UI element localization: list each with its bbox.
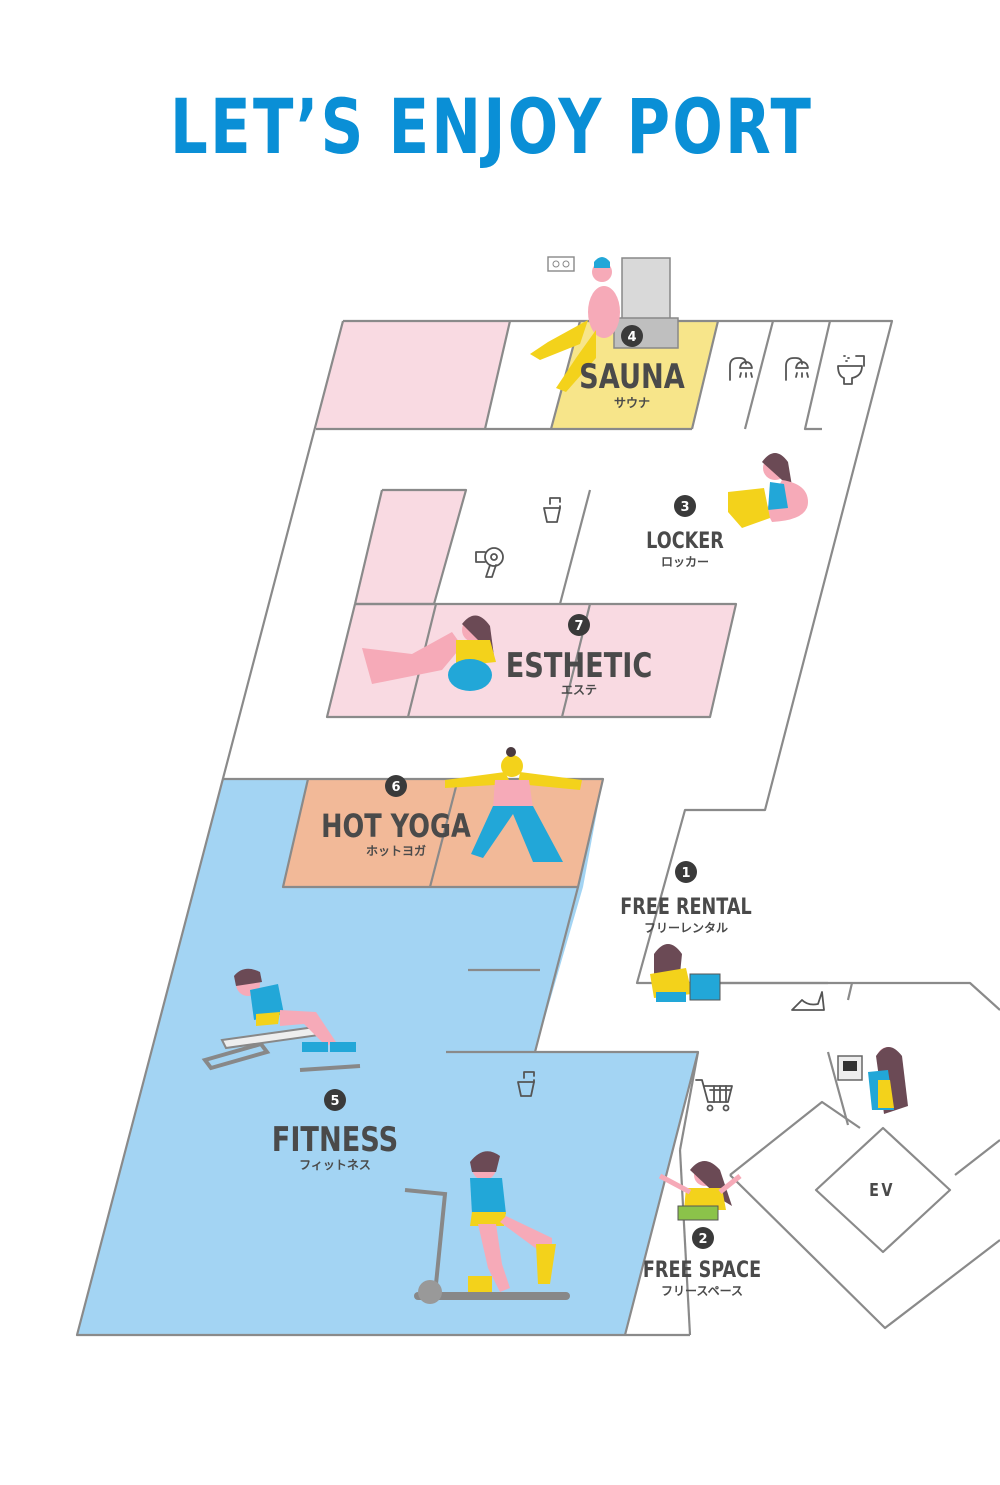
sink-icon	[543, 497, 561, 523]
hair-dryer-icon	[475, 547, 504, 578]
facility-icons	[475, 355, 865, 1112]
esthetic-label: ESTHETIC	[506, 646, 653, 686]
fitness-room[interactable]	[77, 779, 698, 1335]
sauna-number: 4	[627, 330, 636, 345]
free-rental-number: 1	[681, 866, 690, 881]
shower-icon	[729, 357, 753, 381]
fitness-label: FITNESS	[272, 1120, 398, 1160]
toilet-icon	[837, 355, 865, 385]
area-labels: 4 SAUNA サウナ 3 LOCKER ロッカー 7 ESTHETIC エステ…	[272, 325, 895, 1298]
sauna-label-jp: サウナ	[614, 396, 650, 410]
label-free-rental[interactable]: 1 FREE RENTAL フリーレンタル	[620, 861, 752, 935]
outlet-icon	[547, 256, 575, 272]
hot-yoga-label: HOT YOGA	[321, 807, 471, 845]
shower-icon	[785, 357, 809, 381]
free-rental-label: FREE RENTAL	[620, 894, 752, 919]
free-rental-figure	[650, 944, 721, 1002]
illustrations	[201, 256, 908, 1304]
fitness-number: 5	[330, 1094, 339, 1109]
hot-yoga-label-jp: ホットヨガ	[366, 843, 426, 858]
pink-room-upper	[355, 490, 466, 604]
hot-yoga-figure	[445, 747, 582, 862]
free-space-number: 2	[698, 1232, 707, 1247]
fitness-label-jp: フィットネス	[299, 1158, 371, 1172]
free-space-figure	[658, 1161, 742, 1221]
elevator-shaft	[814, 1126, 952, 1254]
esthetic-number: 7	[574, 619, 583, 634]
shoe-icon	[791, 991, 825, 1011]
label-hot-yoga[interactable]: 6 HOT YOGA ホットヨガ	[321, 775, 471, 858]
label-esthetic[interactable]: 7 ESTHETIC エステ	[506, 614, 653, 697]
free-space-label: FREE SPACE	[643, 1257, 761, 1282]
label-fitness[interactable]: 5 FITNESS フィットネス	[272, 1089, 398, 1172]
sink-icon	[517, 1071, 535, 1097]
card-reader-figure	[837, 1047, 908, 1114]
locker-label-jp: ロッカー	[661, 555, 709, 569]
locker-number: 3	[680, 500, 689, 515]
sauna-label: SAUNA	[579, 357, 685, 397]
locker-label: LOCKER	[646, 528, 724, 553]
fitness-treadmill-figure	[404, 1151, 570, 1304]
elevator-label: EV	[869, 1179, 895, 1200]
pink-room-top	[316, 321, 510, 429]
hot-yoga-number: 6	[391, 780, 400, 795]
page-title: LET’S ENJOY PORT	[170, 82, 814, 171]
label-locker[interactable]: 3 LOCKER ロッカー	[646, 495, 724, 569]
esthetic-label-jp: エステ	[561, 683, 597, 697]
free-space-label-jp: フリースペース	[661, 1284, 743, 1298]
shopping-cart-icon	[695, 1079, 733, 1112]
locker-figure	[728, 453, 808, 528]
free-rental-label-jp: フリーレンタル	[644, 921, 728, 935]
label-sauna[interactable]: 4 SAUNA サウナ	[579, 325, 685, 410]
fitness-situp-figure	[201, 968, 361, 1072]
label-free-space[interactable]: 2 FREE SPACE フリースペース	[643, 1227, 761, 1298]
esthetic-figure	[362, 615, 496, 691]
